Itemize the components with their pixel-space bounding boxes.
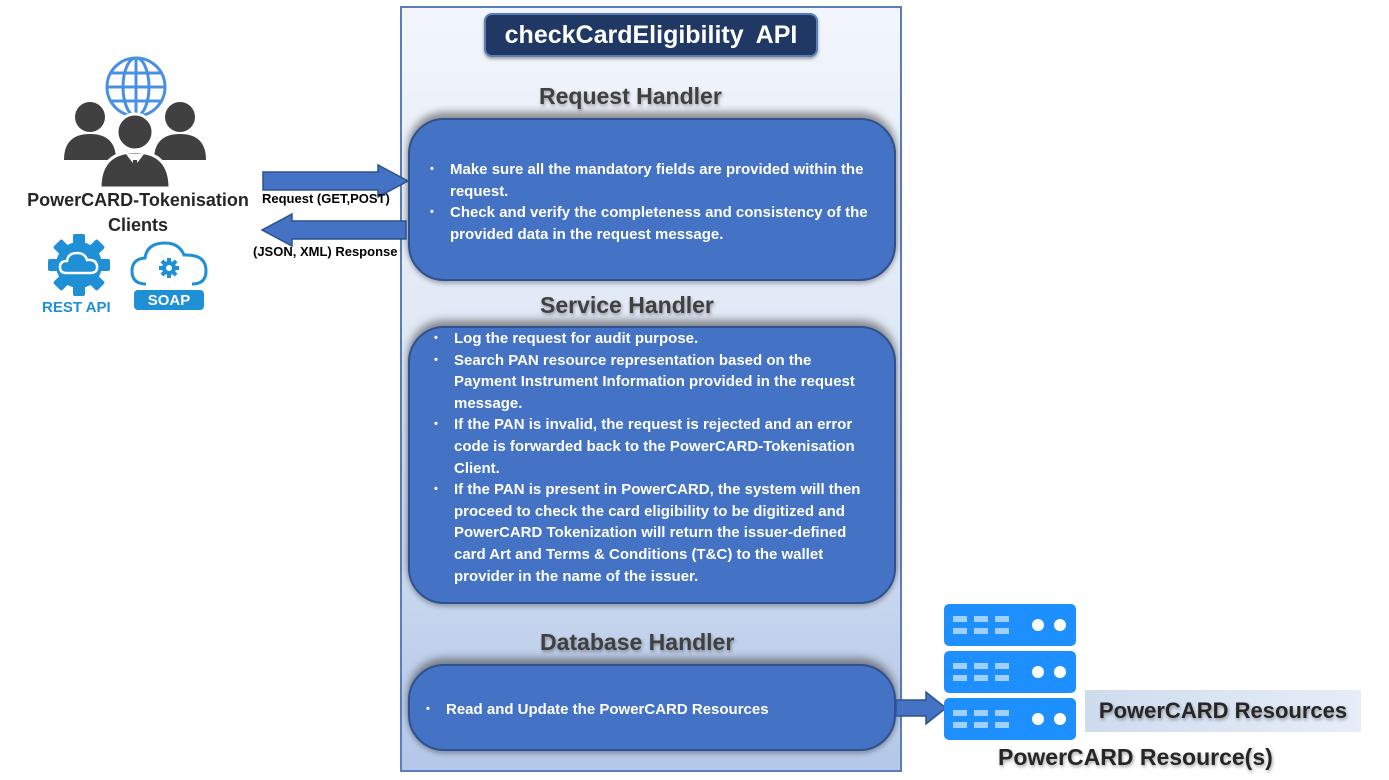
database-handler-box: Read and Update the PowerCARD Resources (408, 664, 896, 751)
clients-icon (64, 56, 206, 189)
api-title: checkCardEligibility API (484, 13, 818, 57)
request-handler-list: Make sure all the mandatory fields are p… (430, 159, 870, 245)
service-handler-list: Log the request for audit purpose. Searc… (434, 328, 878, 587)
request-handler-item: Make sure all the mandatory fields are p… (430, 159, 870, 202)
rest-api-gear-icon (48, 234, 110, 296)
service-handler-item: If the PAN is invalid, the request is re… (434, 414, 878, 479)
service-handler-heading: Service Handler (540, 292, 714, 318)
response-label: (JSON, XML) Response (253, 244, 398, 259)
service-handler-item: If the PAN is present in PowerCARD, the … (434, 479, 878, 587)
database-handler-heading: Database Handler (540, 629, 735, 655)
server-stack-icon (944, 604, 1076, 740)
resources-caption: PowerCARD Resource(s) (998, 744, 1273, 770)
globe-icon (105, 56, 167, 118)
request-arrow-icon (262, 163, 410, 199)
database-arrow-icon (895, 690, 948, 726)
database-handler-item: Read and Update the PowerCARD Resources (426, 699, 876, 721)
response-arrow-icon (260, 212, 407, 248)
rest-api-label: REST API (42, 299, 111, 316)
resources-label: PowerCARD Resources (1085, 690, 1361, 732)
database-handler-list: Read and Update the PowerCARD Resources (426, 699, 876, 721)
request-label: Request (GET,POST) (262, 191, 390, 206)
person-icon (64, 102, 116, 160)
clients-label: PowerCARD-Tokenisation Clients (22, 188, 254, 238)
clients-label-line1: PowerCARD-Tokenisation (27, 190, 249, 210)
request-handler-heading: Request Handler (539, 83, 722, 109)
clients-label-line2: Clients (107, 215, 168, 235)
request-handler-item: Check and verify the completeness and co… (430, 202, 870, 245)
soap-cloud-icon (130, 241, 208, 286)
service-handler-box: Log the request for audit purpose. Searc… (408, 326, 896, 604)
request-handler-box: Make sure all the mandatory fields are p… (408, 118, 896, 281)
service-handler-item: Search PAN resource representation based… (434, 350, 878, 415)
soap-label: SOAP (134, 290, 204, 310)
service-handler-item: Log the request for audit purpose. (434, 328, 878, 350)
